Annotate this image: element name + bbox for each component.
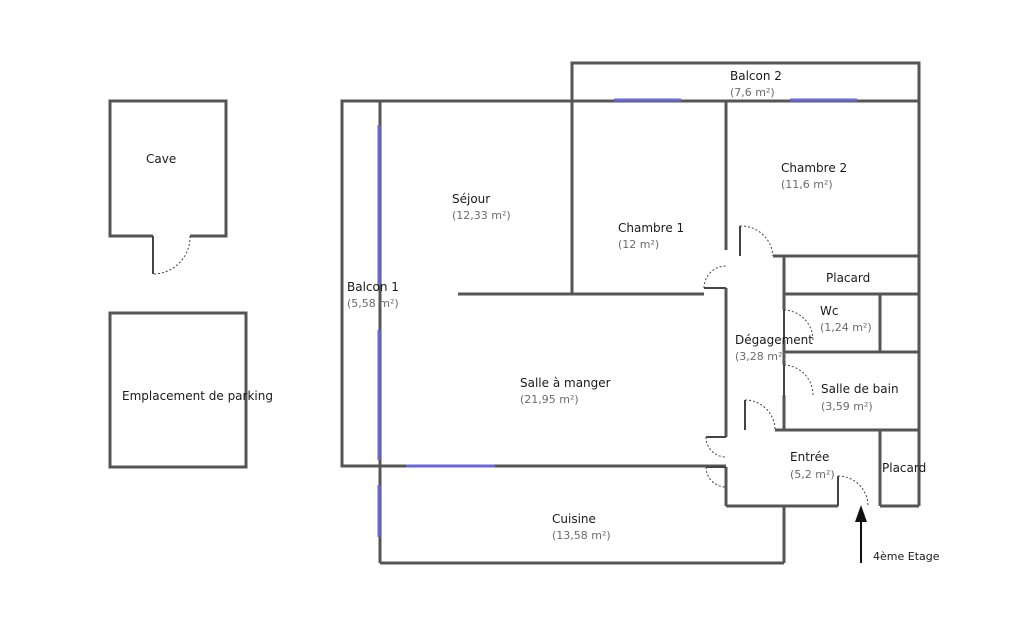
level-label: 4ème Etage [873,550,940,563]
sejour-label: Séjour [452,192,490,206]
entree-label: Entrée [790,450,829,464]
entree-area: (5,2 m²) [790,468,835,481]
parking-space [108,311,248,469]
cuisine-label: Cuisine [552,512,596,526]
salle-de-bain-area: (3,59 m²) [821,400,873,413]
balcon1-label: Balcon 1 [347,280,399,294]
chambre1-area: (12 m²) [618,238,659,251]
entrance-arrow-icon [855,505,867,563]
balcon2-label: Balcon 2 [730,69,782,83]
chambre2-label: Chambre 2 [781,161,847,175]
placard-bottom-label: Placard [882,461,926,475]
wc-label: Wc [820,304,838,318]
balcon2-area: (7,6 m²) [730,86,775,99]
placard-top-label: Placard [826,271,870,285]
cuisine-area: (13,58 m²) [552,529,611,542]
chambre1-label: Chambre 1 [618,221,684,235]
cave-label: Cave [146,152,176,166]
degagement-label: Dégagement [735,333,813,347]
windows [377,98,857,537]
sejour-area: (12,33 m²) [452,209,511,222]
cave-room [108,99,228,275]
doors [703,225,869,507]
chambre2-area: (11,6 m²) [781,178,833,191]
salle-a-manger-label: Salle à manger [520,376,611,390]
balcon1-area: (5,58 m²) [347,297,399,310]
salle-a-manger-area: (21,95 m²) [520,393,579,406]
parking-label: Emplacement de parking [122,389,273,403]
salle-de-bain-label: Salle de bain [821,382,899,396]
wc-area: (1,24 m²) [820,321,872,334]
degagement-area: (3,28 m²) [735,350,787,363]
